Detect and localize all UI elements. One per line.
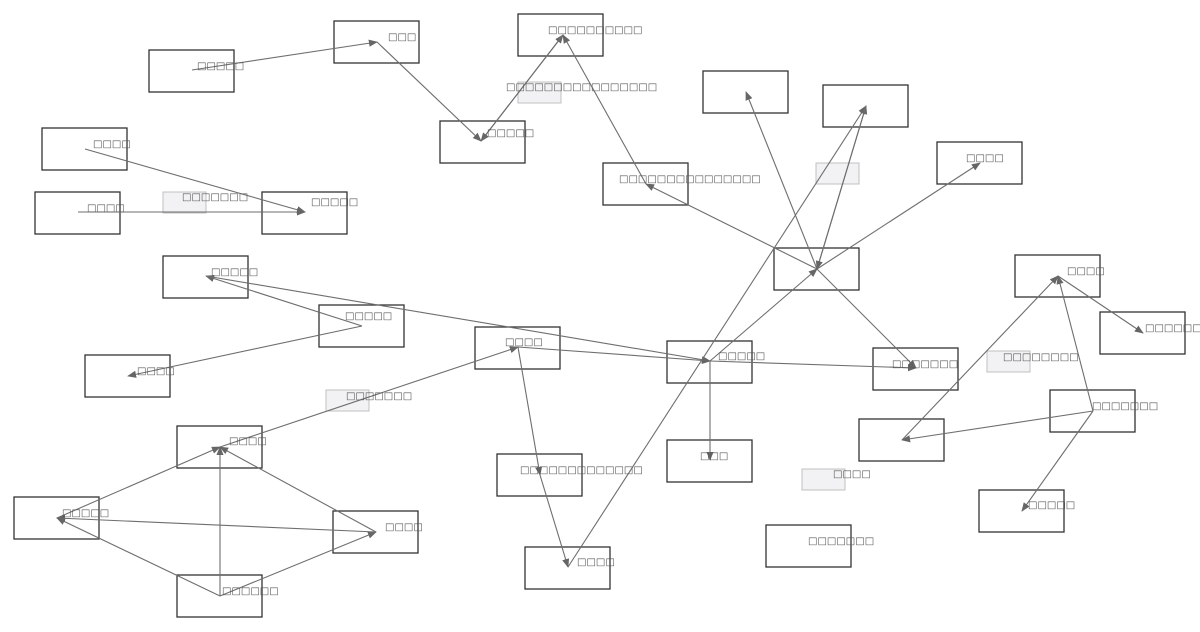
edge-n5-to-n7[interactable] xyxy=(84,148,306,214)
node-box-n30[interactable] xyxy=(978,489,1065,533)
node-box-n1[interactable] xyxy=(148,49,235,93)
node-label-n23: □□□□ xyxy=(966,153,1004,164)
node-box-n6[interactable] xyxy=(34,191,121,235)
node-label-n1: □□□□□ xyxy=(197,61,244,72)
node-box-n28[interactable] xyxy=(858,418,945,462)
edge-n24-to-n23[interactable] xyxy=(816,162,981,270)
node-box-n22[interactable] xyxy=(822,84,909,128)
edge-n24-to-n21[interactable] xyxy=(745,91,818,270)
node-box-n5[interactable] xyxy=(41,127,128,171)
node-label-n2: □□□ xyxy=(388,32,416,43)
edge-n22-to-n24[interactable] xyxy=(815,105,867,270)
node-label-n5: □□□□ xyxy=(93,139,131,150)
node-label-n17: □□□□ xyxy=(577,557,615,568)
node-labels-layer: □□□□□□□□□□□□□□□□□□□□□□□□□□□□□□□□□□□□□□□□… xyxy=(62,25,1200,597)
edges-layer xyxy=(56,34,1144,597)
edge-n9-to-n8[interactable] xyxy=(205,275,363,327)
edge-n11-to-n18[interactable] xyxy=(517,346,711,365)
edge-label-n18-n25: □□□□□□□□ xyxy=(1003,352,1079,363)
edge-label-n6-n7: □□□□□□□ xyxy=(182,192,248,203)
edge-n29-to-n28[interactable] xyxy=(901,410,1094,443)
floating-label-fl1: □□□□ xyxy=(833,469,871,480)
node-label-n11: □□□□ xyxy=(505,337,543,348)
edge-n28-to-n26[interactable] xyxy=(901,275,1059,441)
node-label-n31: □□□□□□□ xyxy=(808,536,874,547)
edge-n18-to-n24[interactable] xyxy=(709,268,818,362)
edge-n14-to-n11[interactable] xyxy=(219,346,519,448)
node-label-n27: □□□□□□ xyxy=(1145,323,1200,334)
node-label-n7: □□□□□ xyxy=(311,197,358,208)
node-label-n3: □□□□□□□□□□ xyxy=(548,25,642,36)
edge-labels-layer xyxy=(162,81,1031,491)
node-label-n18: □□□□□ xyxy=(718,351,765,362)
floating-label-box-fl1 xyxy=(801,468,846,491)
edge-label-n4-n3: □□□□□□□□□□□□□□□□ xyxy=(506,82,657,93)
edge-n13-to-n14[interactable] xyxy=(56,446,221,519)
edge-label-box-n6-n7 xyxy=(162,191,207,214)
node-box-n31[interactable] xyxy=(765,524,852,568)
node-label-n19: □□□ xyxy=(700,451,728,462)
node-label-n30: □□□□□ xyxy=(1028,500,1075,511)
edge-n26-to-n27[interactable] xyxy=(1057,275,1144,334)
node-box-n4[interactable] xyxy=(439,120,526,164)
node-label-n29: □□□□□□□ xyxy=(1092,401,1158,412)
node-label-n6: □□□□ xyxy=(87,203,125,214)
edge-n15-to-n13[interactable] xyxy=(56,517,221,597)
edge-n1-to-n2[interactable] xyxy=(191,39,378,71)
edge-n9-to-n10[interactable] xyxy=(127,325,363,378)
node-label-n16: □□□□□□□□□□□□□ xyxy=(520,465,643,476)
node-label-n4: □□□□□ xyxy=(487,128,534,139)
node-box-n21[interactable] xyxy=(702,70,789,114)
node-label-n20: □□□□□□□□□□□□□□□ xyxy=(619,174,761,185)
node-label-n8: □□□□□ xyxy=(211,267,258,278)
edge-n15-to-n12[interactable] xyxy=(219,531,377,597)
edge-n20-to-n3[interactable] xyxy=(562,34,647,185)
edge-n8-to-n18[interactable] xyxy=(205,275,711,364)
edge-n3-to-n4[interactable] xyxy=(480,34,564,142)
edge-n2-to-n4[interactable] xyxy=(376,41,482,142)
floating-label-box-fl2 xyxy=(815,162,860,185)
node-label-n25: □□□□□□□ xyxy=(892,359,958,370)
node-label-n14: □□□□ xyxy=(229,436,267,447)
edge-n29-to-n30[interactable] xyxy=(1021,410,1094,512)
edge-n24-to-n25[interactable] xyxy=(816,268,917,369)
nodes-layer xyxy=(13,13,1186,618)
edge-n16-to-n17[interactable] xyxy=(539,474,570,568)
node-box-n17[interactable] xyxy=(524,546,611,590)
edge-text-layer: □□□□□□□□□□□□□□□□□□□□□□□□□□□□□□□□□□□□□□□□… xyxy=(182,82,1079,480)
node-label-n15: □□□□□□ xyxy=(222,586,279,597)
edge-n24-to-n20[interactable] xyxy=(645,183,818,270)
edge-n12-to-n14[interactable] xyxy=(219,446,377,533)
edge-n12-to-n13[interactable] xyxy=(56,514,377,533)
node-label-n13: □□□□□ xyxy=(62,508,109,519)
edge-n17-to-n22[interactable] xyxy=(567,105,867,568)
node-label-n9: □□□□□ xyxy=(345,311,392,322)
node-label-n12: □□□□ xyxy=(385,522,423,533)
node-label-n10: □□□□ xyxy=(137,366,175,377)
edge-n11-to-n16[interactable] xyxy=(517,346,543,476)
edge-label-n14-n11: □□□□□□□ xyxy=(346,391,412,402)
node-label-n26: □□□□ xyxy=(1067,266,1105,277)
edge-label-box-n18-n25 xyxy=(986,350,1031,373)
edge-n29-to-n26[interactable] xyxy=(1056,275,1094,412)
edge-n18-to-n25[interactable] xyxy=(709,360,917,372)
edge-label-box-n14-n11 xyxy=(325,389,370,412)
